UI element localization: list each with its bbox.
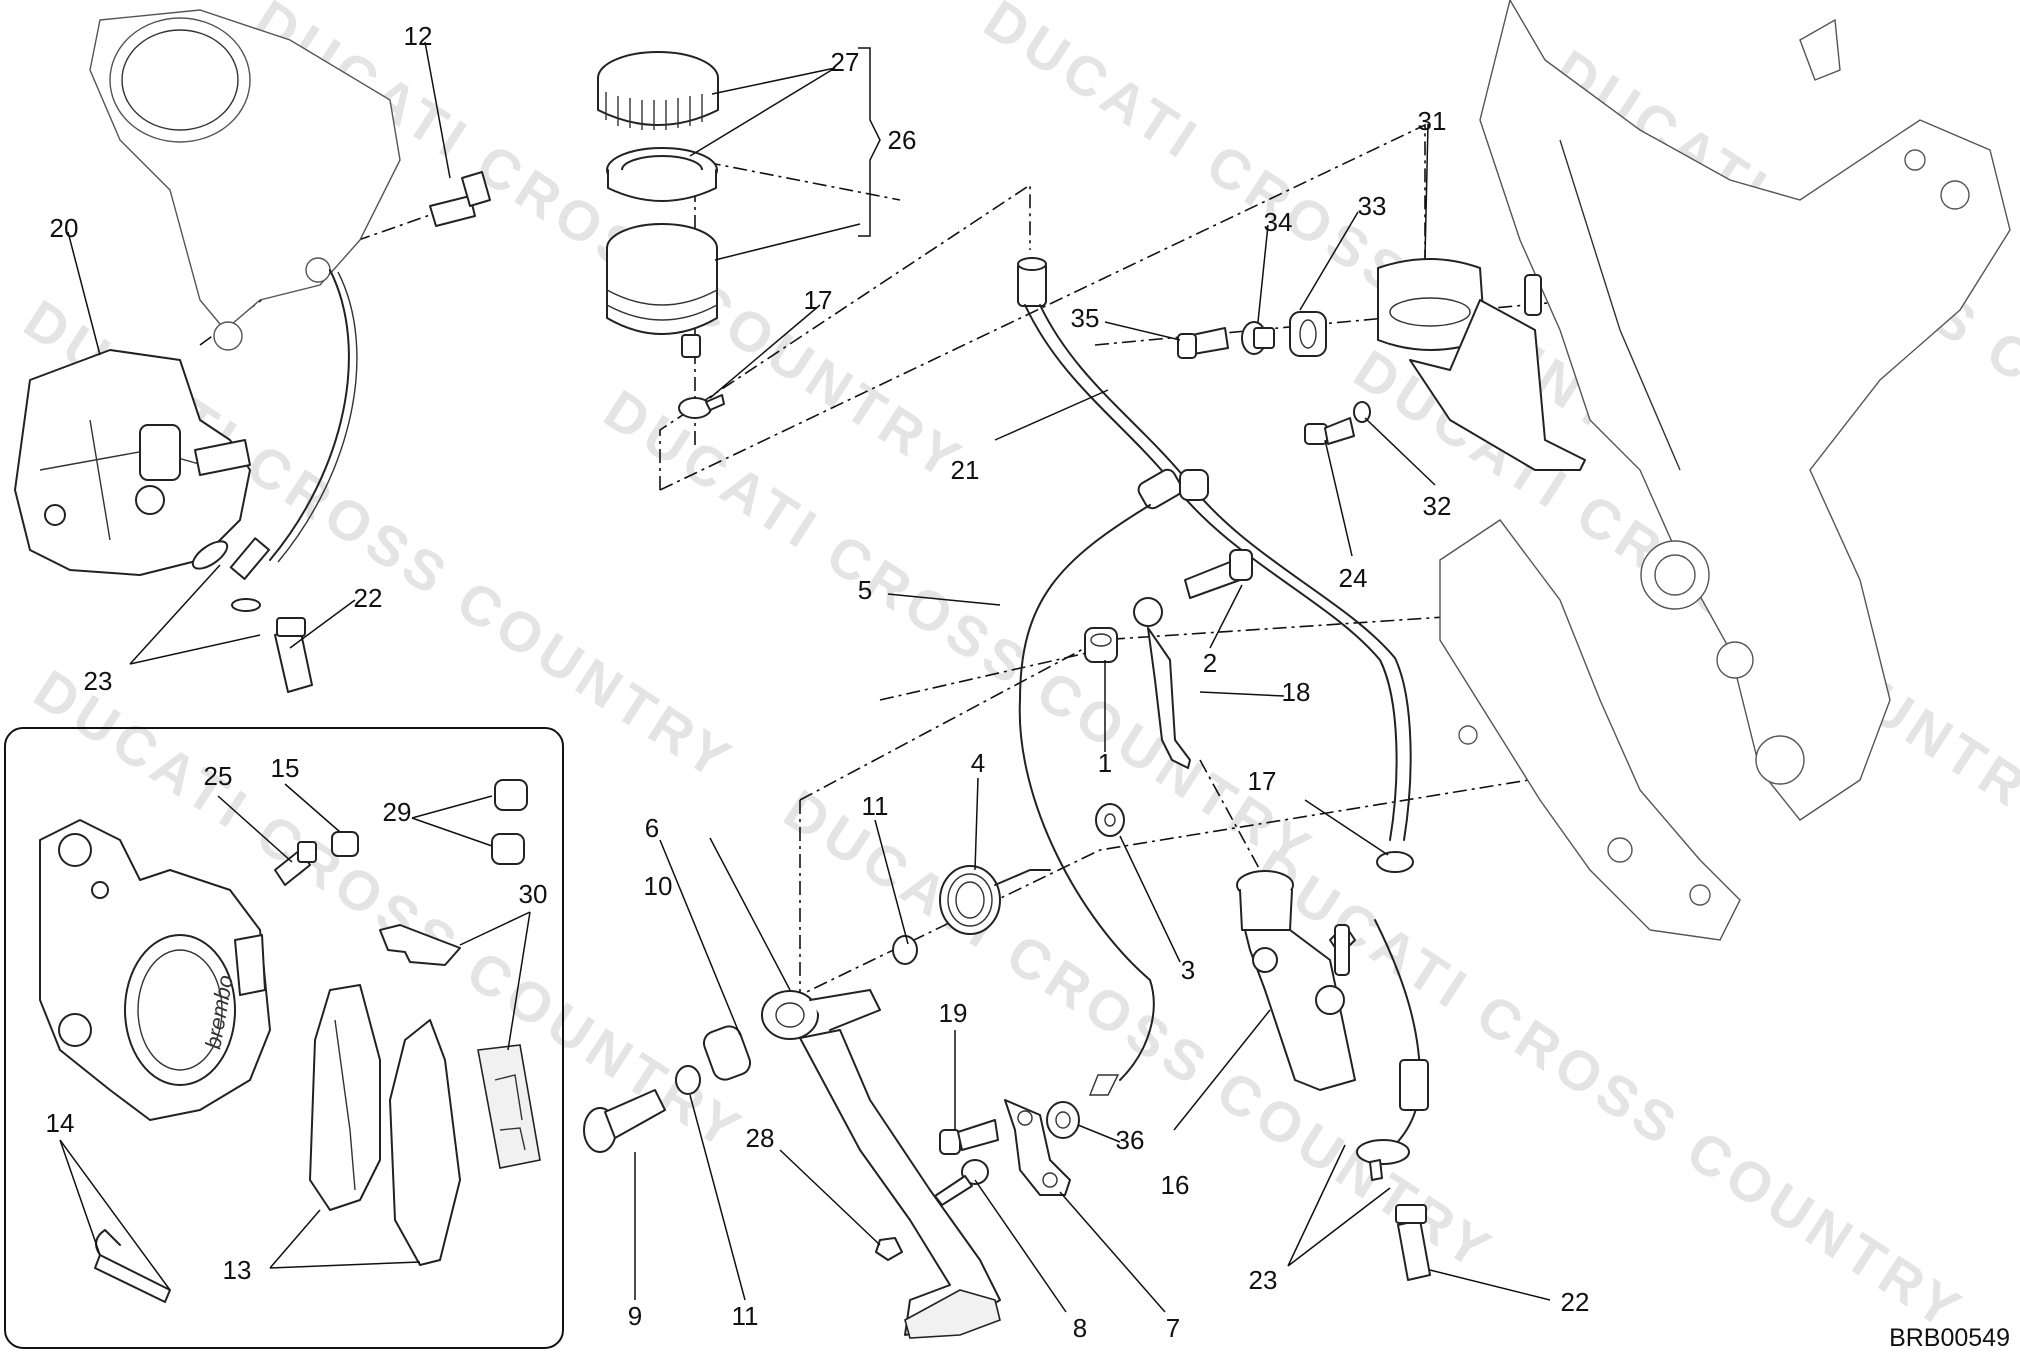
banjo-fitting-left [191, 537, 313, 693]
label-part-29: 29 [383, 797, 412, 827]
label-part-1: 1 [1098, 748, 1112, 778]
label-part-8: 8 [1073, 1313, 1087, 1343]
screw-35 [1177, 327, 1229, 359]
label-part-24: 24 [1339, 563, 1368, 593]
nut-28 [875, 1237, 903, 1261]
rear-master-cylinder [1236, 870, 1356, 1091]
circlip-11-lower [675, 1065, 701, 1095]
label-part-18: 18 [1282, 677, 1311, 707]
pad-pin-14 [94, 1229, 171, 1303]
bushing-34 [1241, 321, 1275, 355]
drawing-code: BRB00549 [1889, 1324, 2010, 1352]
label-part-15: 15 [271, 753, 300, 783]
label-part-22-right: 22 [1561, 1287, 1590, 1317]
label-part-10: 10 [644, 871, 673, 901]
label-part-28: 28 [746, 1123, 775, 1153]
label-part-7: 7 [1166, 1313, 1180, 1343]
pin-8 [934, 1159, 989, 1206]
label-part-20: 20 [50, 213, 79, 243]
pad-spring-30 [379, 924, 541, 1169]
grommet-33 [1289, 311, 1327, 357]
rear-brake-caliper [14, 349, 251, 576]
brake-switch-cable [1018, 468, 1209, 1096]
bleed-cap-15 [331, 831, 359, 857]
pivot-bolt-9 [583, 1089, 666, 1153]
label-part-3: 3 [1181, 955, 1195, 985]
pedal-linkage-7 [1004, 1099, 1071, 1196]
label-part-17-top: 17 [804, 285, 833, 315]
label-part-33: 33 [1358, 191, 1387, 221]
brake-pedal-6 [761, 989, 1001, 1339]
label-part-21: 21 [951, 455, 980, 485]
watermark-text: DUCATI CROSS COUNTRY [1243, 837, 1975, 1343]
label-part-30: 30 [519, 879, 548, 909]
brake-fluid-reservoir [597, 51, 719, 358]
label-part-9: 9 [628, 1301, 642, 1331]
label-part-2: 2 [1203, 648, 1217, 678]
label-part-36: 36 [1116, 1125, 1145, 1155]
label-part-22-left: 22 [354, 583, 383, 613]
screw-19 [939, 1119, 999, 1155]
plugs-29 [491, 779, 528, 865]
label-part-5: 5 [858, 575, 872, 605]
label-part-17-lower: 17 [1248, 766, 1277, 796]
caliper-kit-inset [4, 727, 564, 1349]
label-part-34: 34 [1264, 207, 1293, 237]
label-part-26: 26 [888, 125, 917, 155]
rear-brake-line-fitting [1356, 919, 1431, 1281]
label-part-13: 13 [223, 1255, 252, 1285]
frame-outline [1439, 0, 2011, 941]
brake-pads-13 [309, 984, 461, 1266]
inset-caliper-body: brembo [39, 819, 271, 1121]
caliper-brake-hose [269, 269, 350, 561]
hose-clamp-lower [1376, 851, 1414, 873]
hose-clamp-top [678, 394, 725, 419]
assembly-lines [199, 123, 1591, 1001]
label-part-23-left: 23 [84, 666, 113, 696]
label-part-35: 35 [1071, 303, 1100, 333]
leader-lines [59, 41, 1551, 1313]
label-part-16: 16 [1161, 1170, 1190, 1200]
reservoir-hose [1017, 257, 1412, 841]
label-part-11-upper: 11 [862, 791, 889, 821]
bolt-12 [429, 171, 491, 227]
washer-3 [1095, 803, 1125, 837]
bolt-2 [1184, 549, 1253, 599]
label-part-12: 12 [404, 21, 433, 51]
label-part-31: 31 [1418, 106, 1447, 136]
return-spring-4 [939, 865, 1051, 935]
screw-24 [1304, 417, 1355, 445]
bleed-screw-25 [274, 841, 317, 886]
label-part-19: 19 [939, 998, 968, 1028]
caliper-mount-bracket [89, 9, 401, 351]
label-part-11-lower: 11 [732, 1301, 759, 1331]
bushing-1 [1084, 627, 1118, 663]
label-part-4: 4 [971, 748, 985, 778]
label-part-23-right: 23 [1249, 1265, 1278, 1295]
reservoir-bracket [1377, 258, 1586, 471]
label-part-32: 32 [1423, 491, 1452, 521]
washer-32 [1353, 401, 1371, 423]
label-part-6: 6 [645, 813, 659, 843]
label-part-27: 27 [831, 47, 860, 77]
label-part-25: 25 [204, 761, 233, 791]
washer-36 [1046, 1101, 1080, 1139]
pushrod-18 [1133, 597, 1191, 769]
circlip-11-upper [892, 935, 918, 965]
bushing-10 [702, 1025, 752, 1081]
callout-labels: 1 2 3 4 5 6 7 8 9 10 11 11 12 13 14 15 1… [46, 21, 1590, 1343]
label-part-14: 14 [46, 1108, 75, 1138]
